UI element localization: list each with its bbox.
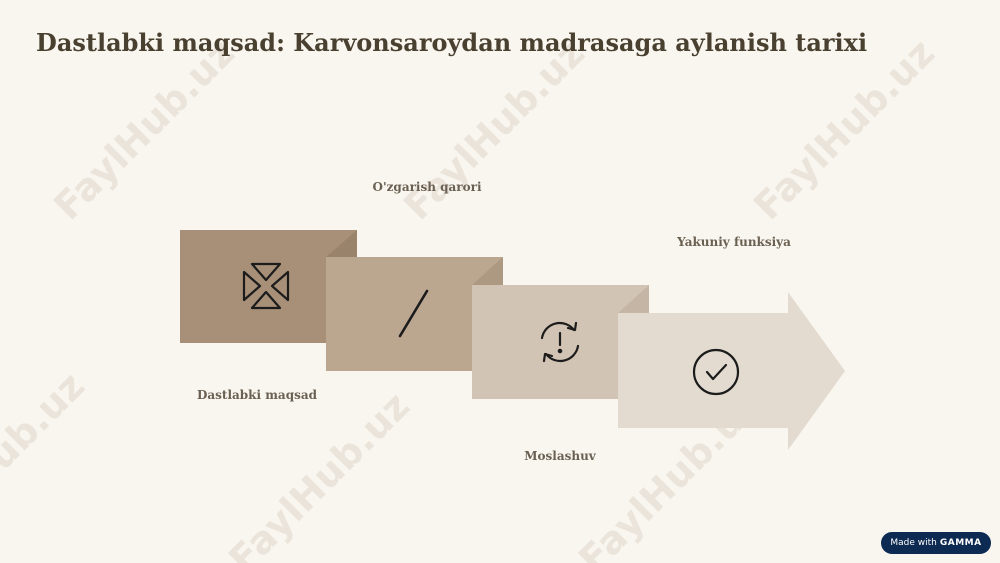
step-4-arrow — [618, 292, 845, 450]
badge-brand: GAMMA — [939, 538, 982, 548]
sync-alert-icon — [540, 321, 580, 363]
page-title: Dastlabki maqsad: Karvonsaroydan madrasa… — [36, 28, 868, 57]
step-4-label: Yakuniy funksiya — [677, 235, 791, 249]
step-2-label: O'zgarish qarori — [372, 180, 482, 194]
badge-prefix: Made with — [890, 538, 937, 548]
step-4-block — [618, 292, 845, 450]
step-1-fold — [326, 230, 357, 257]
made-with-gamma-badge[interactable]: Made with GAMMA — [881, 532, 991, 554]
step-1-label: Dastlabki maqsad — [196, 388, 318, 402]
step-3-label: Moslashuv — [524, 449, 596, 463]
step-2-fold — [472, 257, 503, 285]
dome-cross-icon — [242, 262, 290, 310]
slash-icon — [398, 289, 429, 338]
check-circle-icon — [692, 348, 740, 396]
step-3-fold — [618, 285, 649, 313]
